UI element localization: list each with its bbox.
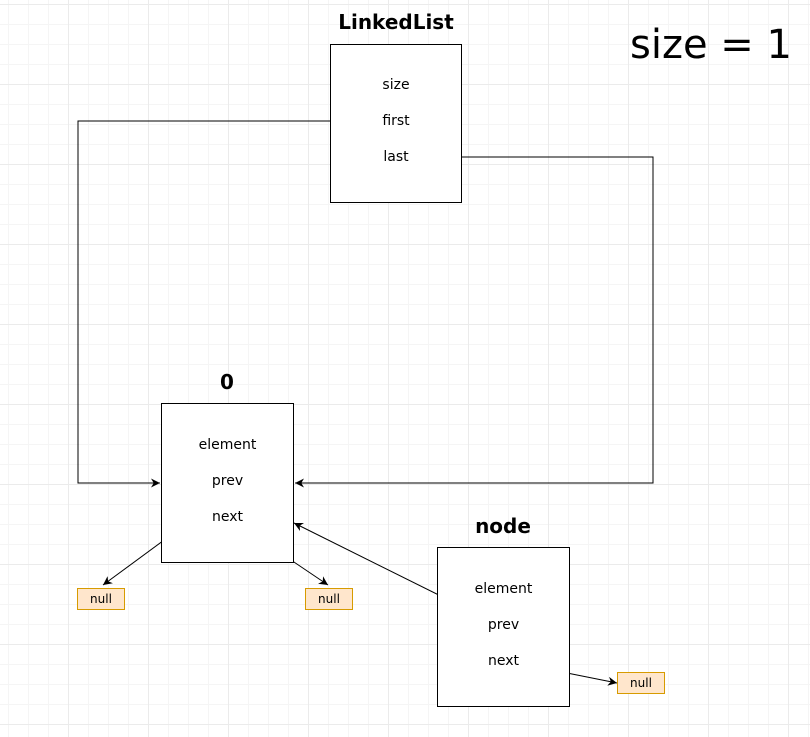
linkedlist-field-last: last — [383, 149, 409, 165]
node0-field-prev: prev — [211, 473, 244, 489]
linkedlist-title: LinkedList — [338, 10, 454, 34]
last-pointer-edge — [295, 156, 654, 488]
node-box[interactable]: element prev next — [437, 547, 570, 707]
linkedlist-box[interactable]: size first last — [330, 44, 462, 203]
node-field-next: next — [487, 653, 519, 669]
null-box-node-next: null — [617, 672, 665, 694]
node0-field-next: next — [211, 509, 243, 525]
node-title: node — [475, 514, 531, 538]
node-field-prev: prev — [487, 617, 520, 633]
node-field-element: element — [474, 581, 533, 597]
node0-box[interactable]: element prev next — [161, 403, 294, 563]
node0-field-element: element — [198, 437, 257, 453]
node0-title: 0 — [220, 370, 234, 394]
linkedlist-field-size: size — [382, 77, 410, 93]
null-box-prev: null — [77, 588, 125, 610]
first-pointer-edge — [77, 120, 370, 488]
null-box-next: null — [305, 588, 353, 610]
linkedlist-field-first: first — [382, 113, 410, 129]
size-label: size = 1 — [630, 22, 792, 68]
